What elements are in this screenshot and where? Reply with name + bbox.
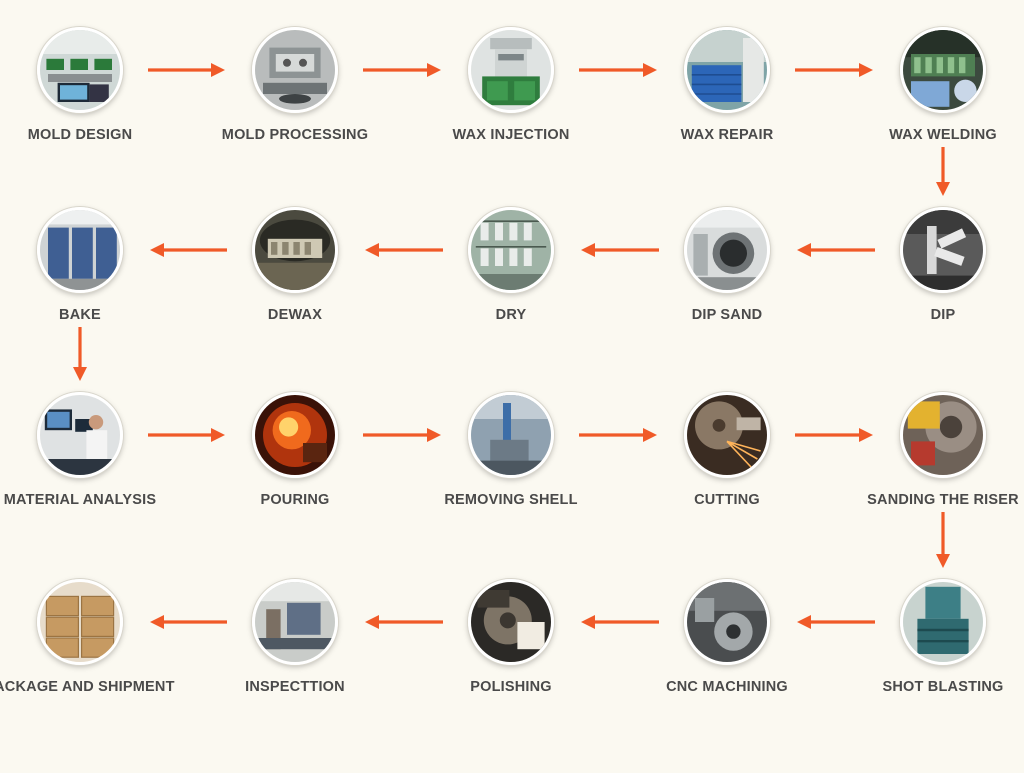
flow-arrow-right — [579, 428, 657, 442]
process-step: PACKAGE AND SHIPMENT — [0, 579, 190, 695]
flow-arrow-right — [148, 63, 225, 77]
wax-parts-basket-photo-icon — [684, 27, 770, 113]
flow-arrow-left — [581, 615, 659, 629]
mold-block-photo-icon — [252, 27, 338, 113]
shot-blast-machine-photo-icon — [900, 579, 986, 665]
flow-arrow-left — [150, 243, 227, 257]
step-label: MOLD DESIGN — [27, 127, 133, 143]
step-label: DIP — [930, 307, 956, 323]
step-label: REMOVING SHELL — [444, 492, 578, 508]
step-label: DIP SAND — [691, 307, 763, 323]
dewax-autoclave-photo-icon — [252, 207, 338, 293]
process-step: DEWAX — [185, 207, 405, 323]
process-step: MATERIAL ANALYSIS — [0, 392, 190, 508]
step-label: POLISHING — [470, 679, 552, 695]
flow-arrow-right — [795, 428, 873, 442]
step-label: DEWAX — [267, 307, 323, 323]
dipping-tree-photo-icon — [900, 207, 986, 293]
step-label: MOLD PROCESSING — [221, 127, 369, 143]
process-step: SANDING THE RISER — [833, 392, 1024, 508]
flow-arrow-right — [795, 63, 873, 77]
grinding-wheel-photo-icon — [900, 392, 986, 478]
process-step: INSPECTTION — [185, 579, 405, 695]
process-step: REMOVING SHELL — [401, 392, 621, 508]
polishing-wheel-photo-icon — [468, 579, 554, 665]
process-step: WAX INJECTION — [401, 27, 621, 143]
step-label: PACKAGE AND SHIPMENT — [0, 679, 175, 695]
flow-arrow-left — [797, 243, 875, 257]
step-label: WAX WELDING — [889, 127, 997, 143]
step-label: CUTTING — [694, 492, 760, 508]
step-label: MATERIAL ANALYSIS — [3, 492, 157, 508]
process-step: POURING — [185, 392, 405, 508]
process-step: WAX REPAIR — [617, 27, 837, 143]
shell-removal-photo-icon — [468, 392, 554, 478]
flow-arrow-down — [936, 512, 950, 568]
process-step: POLISHING — [401, 579, 621, 695]
step-label: SHOT BLASTING — [882, 679, 1004, 695]
sand-drum-photo-icon — [684, 207, 770, 293]
wax-tree-welding-photo-icon — [900, 27, 986, 113]
process-step: DIP SAND — [617, 207, 837, 323]
process-step: MOLD PROCESSING — [185, 27, 405, 143]
bake-furnace-photo-icon — [37, 207, 123, 293]
process-step: BAKE — [0, 207, 190, 323]
step-label: DRY — [495, 307, 527, 323]
molten-metal-photo-icon — [252, 392, 338, 478]
step-label: WAX REPAIR — [680, 127, 774, 143]
cutting-sparks-photo-icon — [684, 392, 770, 478]
step-label: SANDING THE RISER — [867, 492, 1019, 508]
process-step: WAX WELDING — [833, 27, 1024, 143]
step-label: BAKE — [59, 307, 101, 323]
flow-arrow-left — [797, 615, 875, 629]
cnc-chuck-photo-icon — [684, 579, 770, 665]
inspection-station-photo-icon — [252, 579, 338, 665]
process-step: DIP — [833, 207, 1024, 323]
computer-office-photo-icon — [37, 27, 123, 113]
flow-arrow-down — [73, 327, 87, 381]
cardboard-boxes-photo-icon — [37, 579, 123, 665]
flow-arrow-right — [363, 428, 441, 442]
flow-arrow-right — [579, 63, 657, 77]
injection-machine-photo-icon — [468, 27, 554, 113]
flow-arrow-down — [936, 147, 950, 196]
step-label: INSPECTTION — [245, 679, 345, 695]
step-label: CNC MACHINING — [666, 679, 788, 695]
step-label: WAX INJECTION — [452, 127, 570, 143]
flow-arrow-left — [581, 243, 659, 257]
flow-arrow-left — [365, 615, 443, 629]
flow-arrow-right — [148, 428, 225, 442]
process-step: CUTTING — [617, 392, 837, 508]
lab-analyst-photo-icon — [37, 392, 123, 478]
drying-racks-photo-icon — [468, 207, 554, 293]
process-step: DRY — [401, 207, 621, 323]
flow-arrow-right — [363, 63, 441, 77]
process-step: SHOT BLASTING — [833, 579, 1024, 695]
process-step: MOLD DESIGN — [0, 27, 190, 143]
process-step: CNC MACHINING — [617, 579, 837, 695]
flow-arrow-left — [150, 615, 227, 629]
flow-arrow-left — [365, 243, 443, 257]
step-label: POURING — [260, 492, 330, 508]
